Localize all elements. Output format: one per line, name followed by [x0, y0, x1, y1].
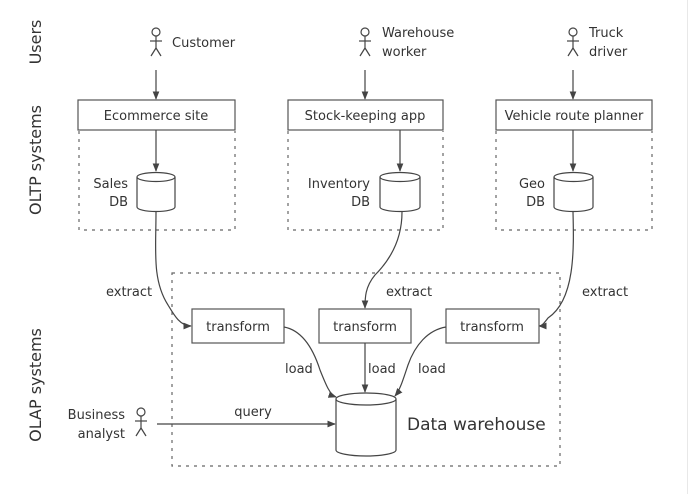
load-label: load — [285, 362, 313, 377]
db-label: Inventory — [308, 177, 370, 192]
app-label: Vehicle route planner — [505, 109, 644, 124]
transform-label: transform — [333, 320, 397, 335]
transform-label: transform — [460, 320, 524, 335]
app-stock-keeping: Stock-keeping app — [287, 99, 444, 131]
person-icon — [135, 407, 147, 437]
extract-arrow-geo — [538, 211, 574, 330]
transform-box-2: transform — [318, 308, 412, 344]
database-icon — [553, 171, 594, 213]
db-label-line2: DB — [351, 195, 370, 210]
load-arrow-1 — [283, 326, 337, 398]
extract-label: extract — [386, 285, 432, 300]
actor-label-line2: worker — [382, 45, 427, 60]
transform-box-3: transform — [445, 308, 540, 344]
data-warehouse: Data warehouse — [335, 392, 546, 457]
database-icon — [335, 392, 397, 457]
load-label: load — [368, 362, 396, 377]
inventory-db: Inventory DB — [308, 171, 421, 213]
actor-label: Warehouse — [382, 26, 454, 41]
extract-label: extract — [582, 285, 628, 300]
warehouse-label: Data warehouse — [407, 415, 546, 435]
person-icon — [150, 27, 162, 57]
page-edge-divider — [687, 0, 688, 494]
geo-db: Geo DB — [519, 171, 594, 213]
app-label: Stock-keeping app — [305, 109, 426, 124]
oltp-group-geo — [495, 131, 653, 231]
database-icon — [136, 171, 176, 213]
transform-box-1: transform — [191, 308, 285, 344]
person-icon — [567, 27, 579, 57]
actor-label-line2: analyst — [78, 427, 125, 442]
actor-warehouse-worker: Warehouse worker — [359, 26, 454, 60]
actor-label: Customer — [172, 36, 236, 51]
layer-label-olap: OLAP systems — [26, 328, 45, 442]
person-icon — [359, 27, 371, 57]
app-label: Ecommerce site — [104, 109, 208, 124]
db-label: Sales — [93, 177, 128, 192]
actor-business-analyst: Business analyst — [68, 407, 147, 442]
layer-label-users: Users — [26, 20, 45, 65]
oltp-group-inventory — [287, 131, 444, 231]
olap-group — [171, 272, 561, 467]
transform-label: transform — [206, 320, 270, 335]
load-arrow-3 — [394, 326, 447, 397]
app-vehicle-route-planner: Vehicle route planner — [495, 99, 653, 131]
app-ecommerce-site: Ecommerce site — [77, 99, 236, 131]
db-label-line2: DB — [109, 195, 128, 210]
sales-db: Sales DB — [93, 171, 176, 213]
database-icon — [379, 171, 421, 213]
actor-truck-driver: Truck driver — [567, 26, 628, 60]
db-label-line2: DB — [526, 195, 545, 210]
layer-label-oltp: OLTP systems — [26, 105, 45, 215]
query-label: query — [234, 405, 272, 420]
actor-label: Truck — [588, 26, 624, 41]
extract-arrow-inventory — [361, 211, 403, 309]
actor-label-line2: driver — [589, 45, 628, 60]
actor-label: Business — [68, 408, 126, 423]
actor-customer: Customer — [150, 27, 236, 57]
extract-arrow-sales — [154, 211, 192, 330]
oltp-group-sales — [78, 131, 236, 231]
extract-label: extract — [106, 285, 152, 300]
db-label: Geo — [519, 177, 545, 192]
load-label: load — [418, 362, 446, 377]
